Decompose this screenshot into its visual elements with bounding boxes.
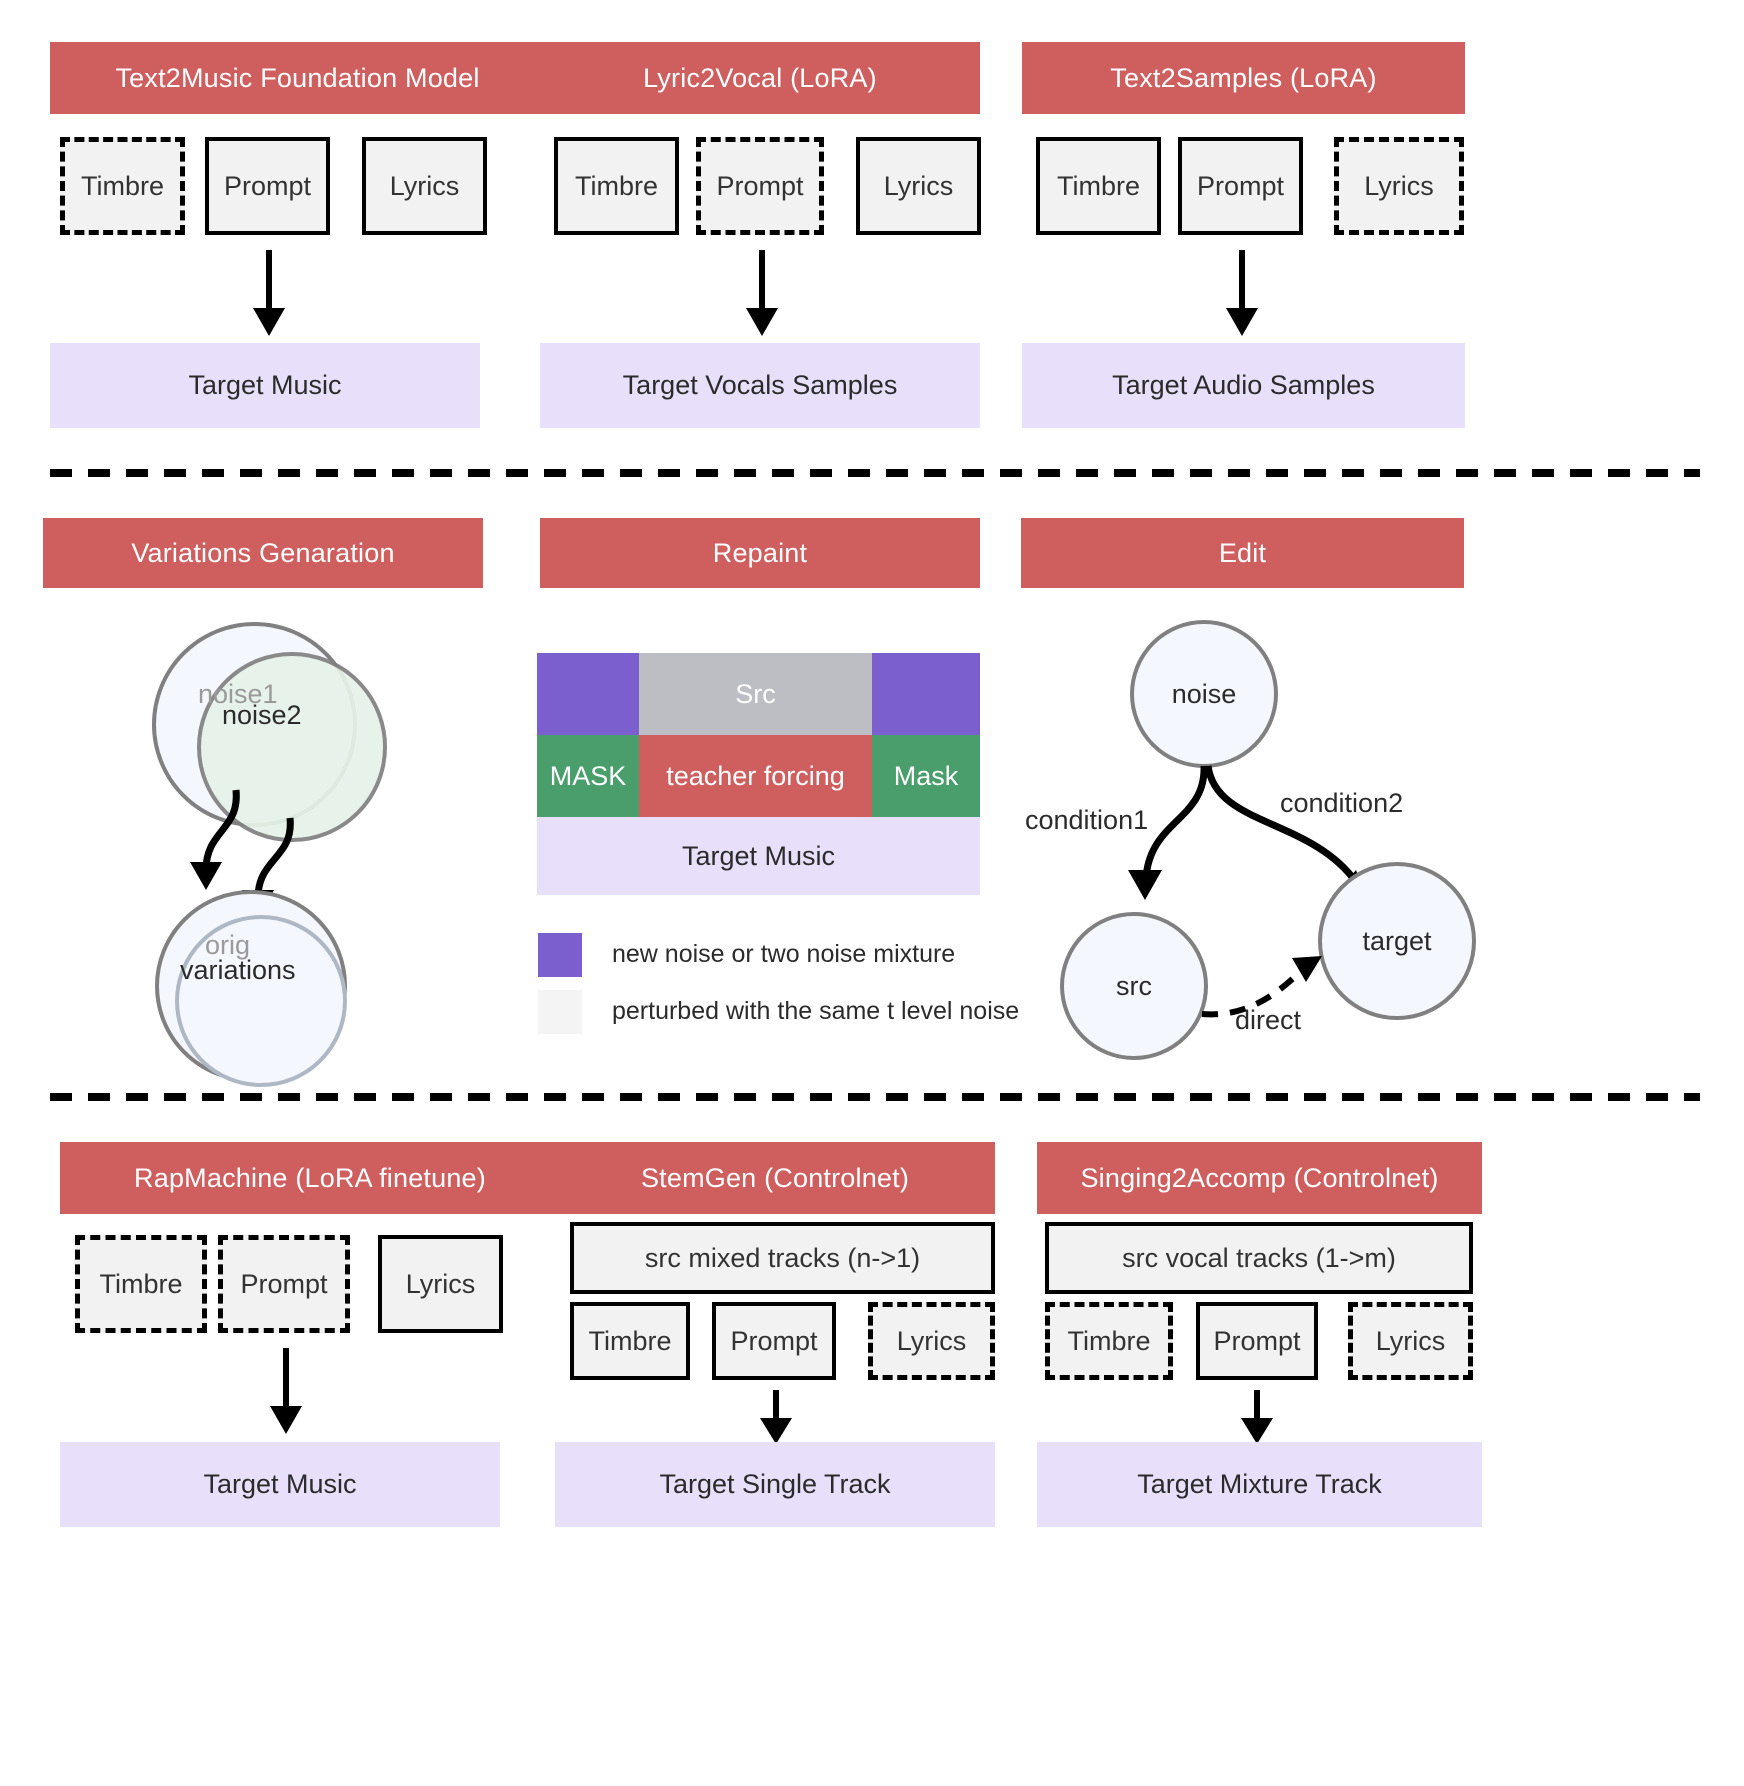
arrow-rapmachine <box>270 1348 302 1434</box>
input-box-timbre[interactable]: Timbre <box>75 1235 207 1333</box>
target-bar-stemgen: Target Single Track <box>555 1442 995 1527</box>
repaint-cell-mask-right: Mask <box>872 735 980 817</box>
input-box-prompt[interactable]: Prompt <box>205 137 330 235</box>
arrow-text2samples <box>1226 250 1258 336</box>
repaint-cell-noise-right <box>872 653 980 735</box>
repaint-cell-mask-left: MASK <box>537 735 639 817</box>
circle-target: target <box>1318 862 1476 1020</box>
circle-orig-label: orig <box>205 930 251 960</box>
target-bar-text2music: Target Music <box>50 343 480 428</box>
input-box-prompt[interactable]: Prompt <box>1196 1302 1318 1380</box>
input-box-prompt[interactable]: Prompt <box>712 1302 836 1380</box>
arrow-lyric2vocal <box>746 250 778 336</box>
input-box-lyrics[interactable]: Lyrics <box>868 1302 995 1380</box>
target-bar-singing2accomp: Target Mixture Track <box>1037 1442 1482 1527</box>
circle-noise2-label: noise2 <box>222 700 302 730</box>
section-header-singing2accomp: Singing2Accomp (Controlnet) <box>1037 1142 1482 1214</box>
input-box-prompt[interactable]: Prompt <box>1178 137 1303 235</box>
arrow-singing2accomp <box>1241 1390 1273 1444</box>
input-box-lyrics[interactable]: Lyrics <box>362 137 487 235</box>
edge-label-condition2: condition2 <box>1280 788 1404 818</box>
section-header-variations: Variations Genaration <box>43 518 483 588</box>
input-box-timbre[interactable]: Timbre <box>1036 137 1161 235</box>
legend-label-noise: new noise or two noise mixture <box>612 940 956 968</box>
src-track-box-stemgen[interactable]: src mixed tracks (n->1) <box>570 1222 995 1294</box>
legend-swatch-perturbed <box>538 990 582 1034</box>
legend-swatch-noise <box>538 933 582 977</box>
input-box-timbre[interactable]: Timbre <box>554 137 679 235</box>
src-track-box-singing2accomp[interactable]: src vocal tracks (1->m) <box>1045 1222 1473 1294</box>
edit-direct-edge <box>1201 956 1322 1018</box>
target-bar-lyric2vocal: Target Vocals Samples <box>540 343 980 428</box>
section-header-stemgen: StemGen (Controlnet) <box>555 1142 995 1214</box>
repaint-cell-teacher-forcing: teacher forcing <box>639 735 872 817</box>
section-divider <box>50 469 1700 477</box>
input-box-timbre[interactable]: Timbre <box>1045 1302 1173 1380</box>
circle-src: src <box>1060 912 1208 1060</box>
input-box-timbre[interactable]: Timbre <box>570 1302 690 1380</box>
target-bar-repaint: Target Music <box>537 817 980 895</box>
section-divider <box>50 1093 1700 1101</box>
edge-label-condition1: condition1 <box>1025 805 1149 835</box>
legend-label-perturbed: perturbed with the same t level noise <box>612 997 1020 1025</box>
target-bar-rapmachine: Target Music <box>60 1442 500 1527</box>
arrow-stemgen <box>760 1390 792 1444</box>
target-bar-text2samples: Target Audio Samples <box>1022 343 1465 428</box>
input-box-lyrics[interactable]: Lyrics <box>1348 1302 1473 1380</box>
circle-noise1-label: noise1 <box>198 679 278 709</box>
input-box-prompt[interactable]: Prompt <box>218 1235 350 1333</box>
input-box-prompt[interactable]: Prompt <box>696 137 824 235</box>
circle-noise: noise <box>1130 620 1278 768</box>
input-box-timbre[interactable]: Timbre <box>60 137 185 235</box>
circle-variations-label: variations <box>180 955 296 985</box>
section-header-repaint: Repaint <box>540 518 980 588</box>
arrow-text2music <box>253 250 285 336</box>
section-header-edit: Edit <box>1021 518 1464 588</box>
input-box-lyrics[interactable]: Lyrics <box>856 137 981 235</box>
input-box-lyrics[interactable]: Lyrics <box>378 1235 503 1333</box>
repaint-cell-noise-left <box>537 653 639 735</box>
circle-noise2 <box>197 652 387 842</box>
section-header-lyric2vocal: Lyric2Vocal (LoRA) <box>540 42 980 114</box>
input-box-lyrics[interactable]: Lyrics <box>1334 137 1464 235</box>
repaint-cell-src: Src <box>639 653 872 735</box>
circle-variations <box>175 915 347 1087</box>
section-header-rapmachine: RapMachine (LoRA finetune) <box>60 1142 560 1214</box>
section-header-text2music: Text2Music Foundation Model <box>50 42 545 114</box>
section-header-text2samples: Text2Samples (LoRA) <box>1022 42 1465 114</box>
edge-label-direct: direct <box>1235 1005 1302 1035</box>
